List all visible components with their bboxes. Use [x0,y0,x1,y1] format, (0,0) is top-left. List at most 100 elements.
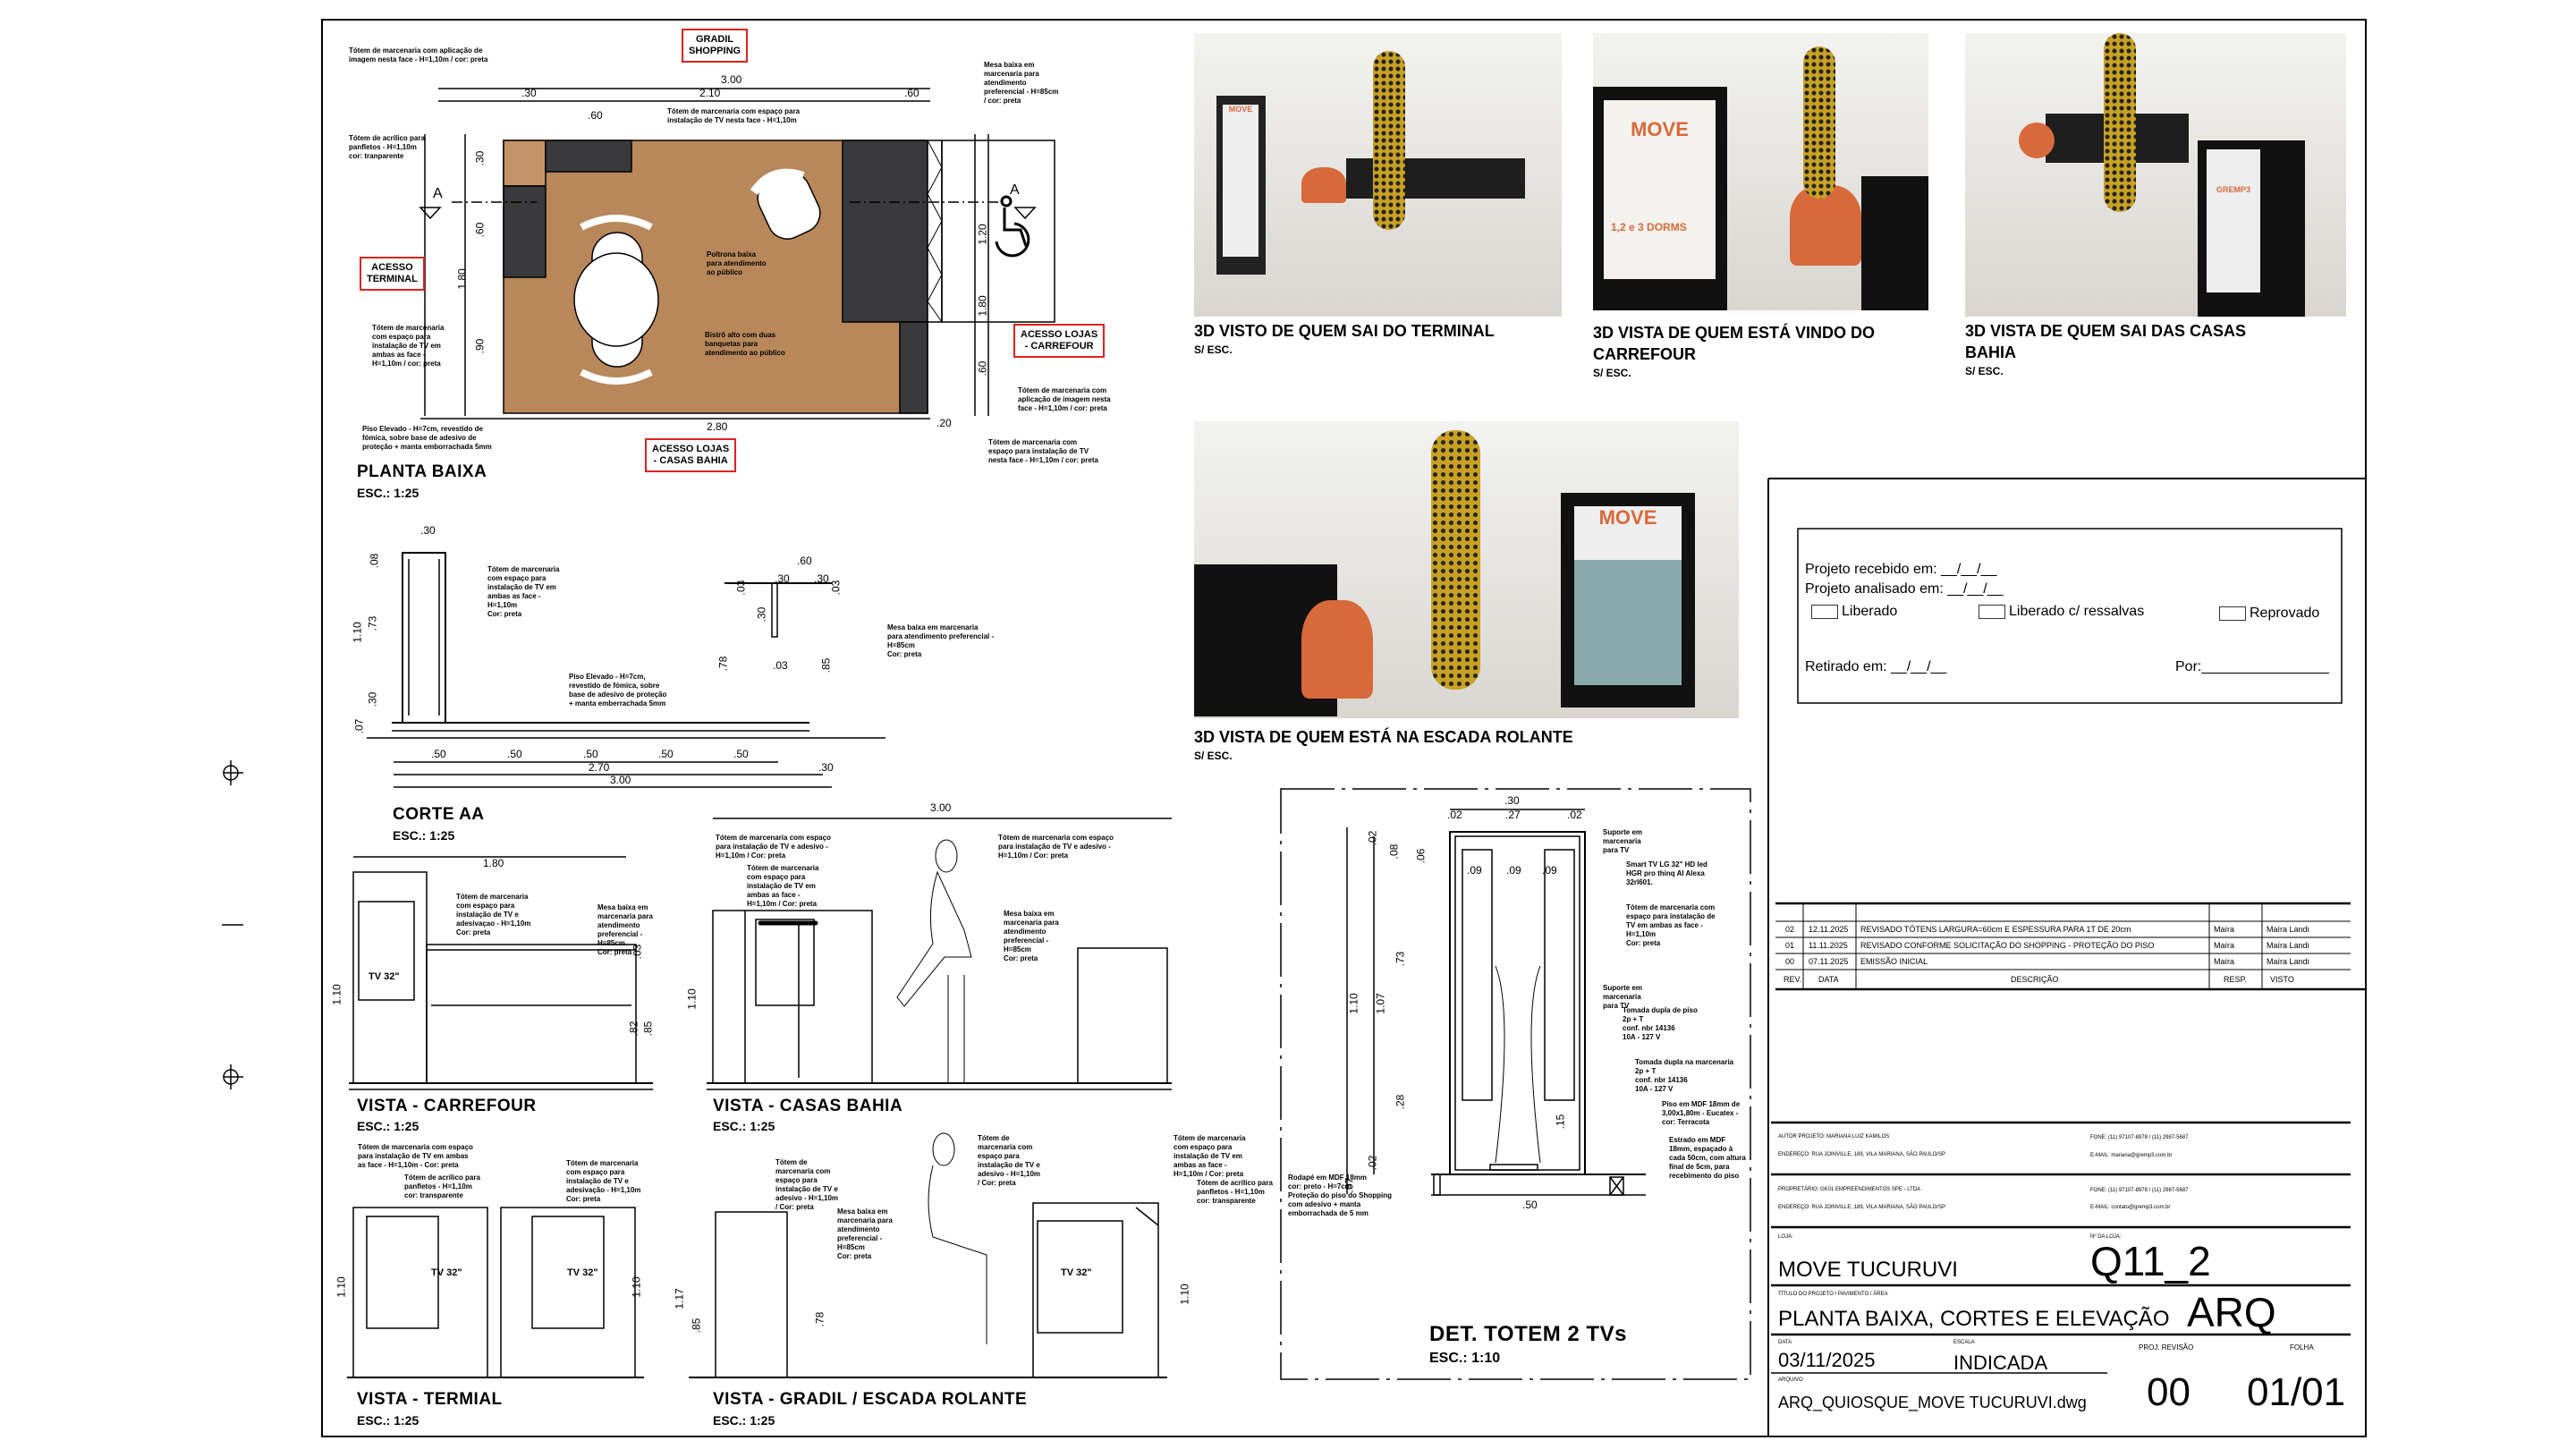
owner-phone: FONE: (11) 97107-8978 / (11) 2987-5687 [2090,1188,2189,1193]
col-header: DESCRIÇÃO [2011,975,2059,984]
dim: 2.80 [707,420,728,433]
label-acesso-terminal: ACESSO TERMINAL [360,257,425,291]
dim: 1.10 [630,1276,643,1298]
tv-label: TV 32" [1061,1267,1092,1278]
drawing-title: VISTA - TERMIAL [357,1390,503,1409]
dim: 1.80 [483,857,504,869]
option-liberado[interactable]: Liberado [1811,604,1897,620]
rev-visto: Maíra Landi [2267,925,2309,934]
owner: PROPRETÁRIO: GK01 EMPREENDIMENTOS SPE - … [1778,1187,1921,1192]
drawing-scale: ESC.: 1:25 [357,1119,419,1133]
floor-plan [419,88,1055,419]
store-number: Q11_2 [2090,1238,2211,1284]
note: Tomada dupla na marcenaria 2p + T conf. … [1635,1058,1734,1093]
totem-detail [1280,788,1751,1380]
rev-number: 00 [1785,957,1795,966]
banner-text: 1,2 e 3 DORMS [1611,221,1687,233]
rev-resp: Maíra [2214,957,2235,966]
dim: .15 [1554,1114,1567,1130]
author-phone: FONE: (11) 97107-8978 / (11) 2987-5687 [2090,1135,2189,1140]
author: AUTOR PROJETO: MARIANA LUIZ KAMILOS [1778,1134,1890,1140]
checkbox[interactable] [1979,604,2005,619]
note: Tótem de marcenaria com espaço para inst… [456,893,531,936]
note: Mesa baixa em marcenaria para atendiment… [1004,910,1059,962]
checkbox[interactable] [1811,604,1838,619]
drawing-scale: ESC.: 1:10 [1429,1351,1501,1366]
dim: .50 [583,748,598,760]
dim: 3.00 [930,801,952,814]
section-aa [367,552,886,788]
section-cut-label: A [1010,182,1020,198]
revision-table-lines [1775,902,2366,991]
note: Bistrô alto com duas banquetas para aten… [705,331,785,357]
note: Tótem de marcenaria com espaço para inst… [716,834,831,860]
note: Piso Elevado - H=7cm, revestido de fómic… [362,425,492,451]
tv-label: TV 32" [369,971,400,982]
dim: 1.07 [1374,993,1387,1014]
render-caption: 3D VISTA DE QUEM ESTÁ VINDO DO CARREFOUR [1593,324,1876,363]
render-scale: S/ ESC. [1194,343,1233,356]
dim: 3.00 [610,774,631,786]
dim: .08 [1387,843,1401,860]
title-block-lines [1771,1121,2351,1374]
dim: .30 [420,524,436,537]
elevation-carrefour [349,856,653,1090]
dim: 2.10 [699,87,721,99]
note: Tótem de acrílico para panfletos - H=1,1… [1197,1179,1273,1205]
rev-resp: Maíra [2214,925,2235,934]
note: Suporte em marcenaria para TV [1603,984,1643,1010]
dim: .30 [366,691,379,708]
dim: .30 [521,87,537,99]
dim: .30 [814,572,829,585]
render-scale: S/ ESC. [1593,367,1631,379]
rev-number: 02 [1785,925,1795,934]
rev-date: 07.11.2025 [1809,957,1849,966]
note: Estrado em MDF 18mm, espaçado à cada 50c… [1669,1136,1746,1180]
note: Rodapé em MDF 18mm cor: preto - H=7cm [1288,1174,1368,1191]
rev-desc: REVISADO TÓTENS LARGURA=60cm E ESPESSURA… [1860,925,2131,934]
dim: .50 [658,748,674,760]
dim: 1.80 [455,268,469,290]
render-caption: 3D VISTA DE QUEM SAI DAS CASAS BAHIA [1965,322,2247,361]
dim: .09 [1467,864,1482,877]
note: Tótem de marcenaria com espaço para inst… [998,834,1114,860]
author-address: ENDEREÇO: RUA JOINVILLE, 189, VILA MARIA… [1778,1152,1945,1157]
note: Tótem de acrílico para panfletos - H=1,1… [404,1174,480,1199]
person-figure [896,839,972,1083]
owner-email: E-MAIL: contato@gremp3.com.br [2090,1205,2171,1210]
note: Tótem de marcenaria com espaço para inst… [566,1159,641,1203]
render-carrefour-view: MOVE 1,2 e 3 DORMS [1593,33,1928,310]
dim: .27 [1505,809,1521,821]
label-acesso-casas-bahia: ACESSO LOJAS - CASAS BAHIA [645,438,737,472]
revision-number: 00 [2147,1370,2190,1414]
checkbox[interactable] [2219,606,2246,621]
approval-removed: Retirado em: __/__/__ [1805,659,1947,674]
elevation-terminal [347,1207,644,1378]
rev-desc: REVISADO CONFORME SOLICITAÇÃO DO SHOPPIN… [1860,941,2155,950]
tv-label: TV 32" [567,1267,598,1278]
date: 03/11/2025 [1778,1349,1876,1371]
field-label: FOLHA [2290,1343,2314,1352]
option-reprovado[interactable]: Reprovado [2219,606,2319,622]
dim: .07 [352,718,366,734]
dim: .60 [976,360,989,377]
brand-logo: MOVE [1604,100,1716,279]
drawing-title: VISTA - GRADIL / ESCADA ROLANTE [713,1390,1028,1409]
option-liberado-ressalvas[interactable]: Liberado c/ ressalvas [1979,604,2144,620]
render-terminal-view: MOVE [1194,33,1562,317]
dim: .78 [716,656,730,672]
render-caption: 3D VISTO DE QUEM SAI DO TERMINAL [1194,322,1495,340]
field-label: PROJ. REVISÃO [2139,1343,2194,1352]
dim: .73 [1394,951,1407,967]
render-scale: S/ ESC. [1194,750,1233,762]
note: Piso Elevado - H=7cm, revestido de fómic… [569,673,667,708]
drawing-scale: ESC.: 1:25 [713,1119,775,1133]
elevation-casas-bahia [707,818,1172,1090]
drawing-scale: ESC.: 1:25 [357,486,419,500]
note: Tótem de marcenaria com espaço para inst… [978,1134,1041,1187]
note: Tótem de marcenaria com espaço para inst… [358,1143,473,1169]
owner-address: ENDEREÇO: RUA JOINVILLE, 189, VILA MARIA… [1778,1205,1945,1210]
approval-received: Projeto recebido em: __/__/__ [1805,562,1997,577]
rev-resp: Maíra [2214,941,2235,950]
dim: 1.10 [351,622,364,643]
